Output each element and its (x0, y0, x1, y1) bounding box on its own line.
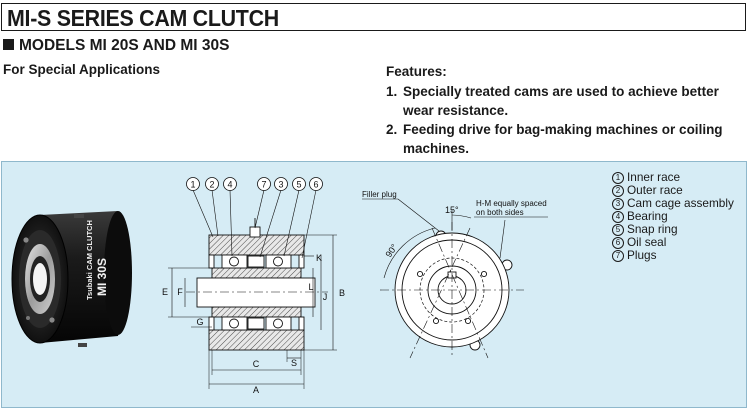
front-view (362, 198, 548, 359)
feature-text: Specially treated cams are used to achie… (403, 84, 719, 118)
hm-note-line2: on both sides (476, 208, 524, 217)
callout-number: 5 (296, 180, 301, 190)
filler-plug-label: Filler plug (362, 190, 397, 199)
callout-circle (223, 177, 237, 191)
section-callouts: 1 2 4 7 3 5 6 (186, 177, 323, 191)
feature-text: Feeding drive for bag-making machines or… (403, 122, 723, 156)
title-box: MI-S SERIES CAM CLUTCH (1, 3, 746, 31)
legend-label: Cam cage assembly (627, 196, 734, 210)
callout-number: 1 (190, 180, 195, 190)
feature-item: 2. Feeding drive for bag-making machines… (386, 120, 748, 158)
dim-g-label: G (196, 317, 203, 327)
dim-k-label: K (316, 253, 322, 263)
photo-model-label: MI 30S (95, 258, 109, 296)
product-photo: Tsubaki CAM CLUTCH MI 30S (11, 211, 132, 347)
legend-label: Snap ring (627, 222, 678, 236)
callout-number: 6 (313, 180, 318, 190)
callout-number: 7 (261, 180, 266, 190)
dim-j-label: J (323, 292, 328, 302)
legend-label: Inner race (627, 170, 681, 184)
legend-number: 6 (612, 236, 624, 249)
features-list: Features: 1. Specially treated cams are … (386, 62, 748, 158)
callout-circle (205, 177, 219, 191)
dim-a-label: A (253, 385, 259, 395)
section-view (168, 189, 337, 389)
page-title: MI-S SERIES CAM CLUTCH (7, 5, 279, 31)
section-dimension-labels: E F G C A S K L J B (162, 253, 345, 395)
legend-number: 5 (612, 223, 624, 236)
callout-number: 3 (278, 180, 283, 190)
legend-number: 3 (612, 197, 624, 210)
callout-circle (292, 177, 306, 191)
dim-e-label: E (162, 287, 168, 297)
callout-circle (257, 177, 271, 191)
legend-number: 4 (612, 210, 624, 223)
callout-circle (309, 177, 323, 191)
photo-brand-label: Tsubaki CAM CLUTCH (85, 220, 94, 300)
legend-label: Bearing (627, 209, 668, 223)
callout-circle (186, 177, 200, 191)
models-heading: MODELS MI 20S AND MI 30S (3, 37, 229, 55)
feature-number: 2. (386, 122, 398, 137)
dim-s-label: S (291, 358, 297, 368)
dim-f-label: F (177, 287, 183, 297)
dim-c-label: C (253, 359, 260, 369)
hm-note-line1: H-M equally spaced (476, 199, 547, 208)
feature-item: 1. Specially treated cams are used to ac… (386, 82, 748, 120)
legend-label: Plugs (627, 248, 657, 262)
square-bullet-icon (3, 39, 14, 50)
dim-b-label: B (339, 288, 345, 298)
legend-number: 2 (612, 184, 624, 197)
features-heading: Features: (386, 64, 447, 79)
legend-number: 7 (612, 249, 624, 262)
callout-number: 4 (227, 180, 232, 190)
models-heading-text: MODELS MI 20S AND MI 30S (19, 37, 230, 54)
angle-90-label: 90° (383, 242, 399, 259)
callout-number: 2 (209, 180, 214, 190)
dim-l-label: L (308, 282, 313, 292)
angle-15-label: 15° (445, 205, 459, 215)
legend-number: 1 (612, 171, 624, 184)
legend-label: Oil seal (627, 235, 667, 249)
special-applications-label: For Special Applications (3, 62, 161, 77)
feature-number: 1. (386, 84, 398, 99)
legend-label: Outer race (627, 183, 683, 197)
callout-circle (274, 177, 288, 191)
